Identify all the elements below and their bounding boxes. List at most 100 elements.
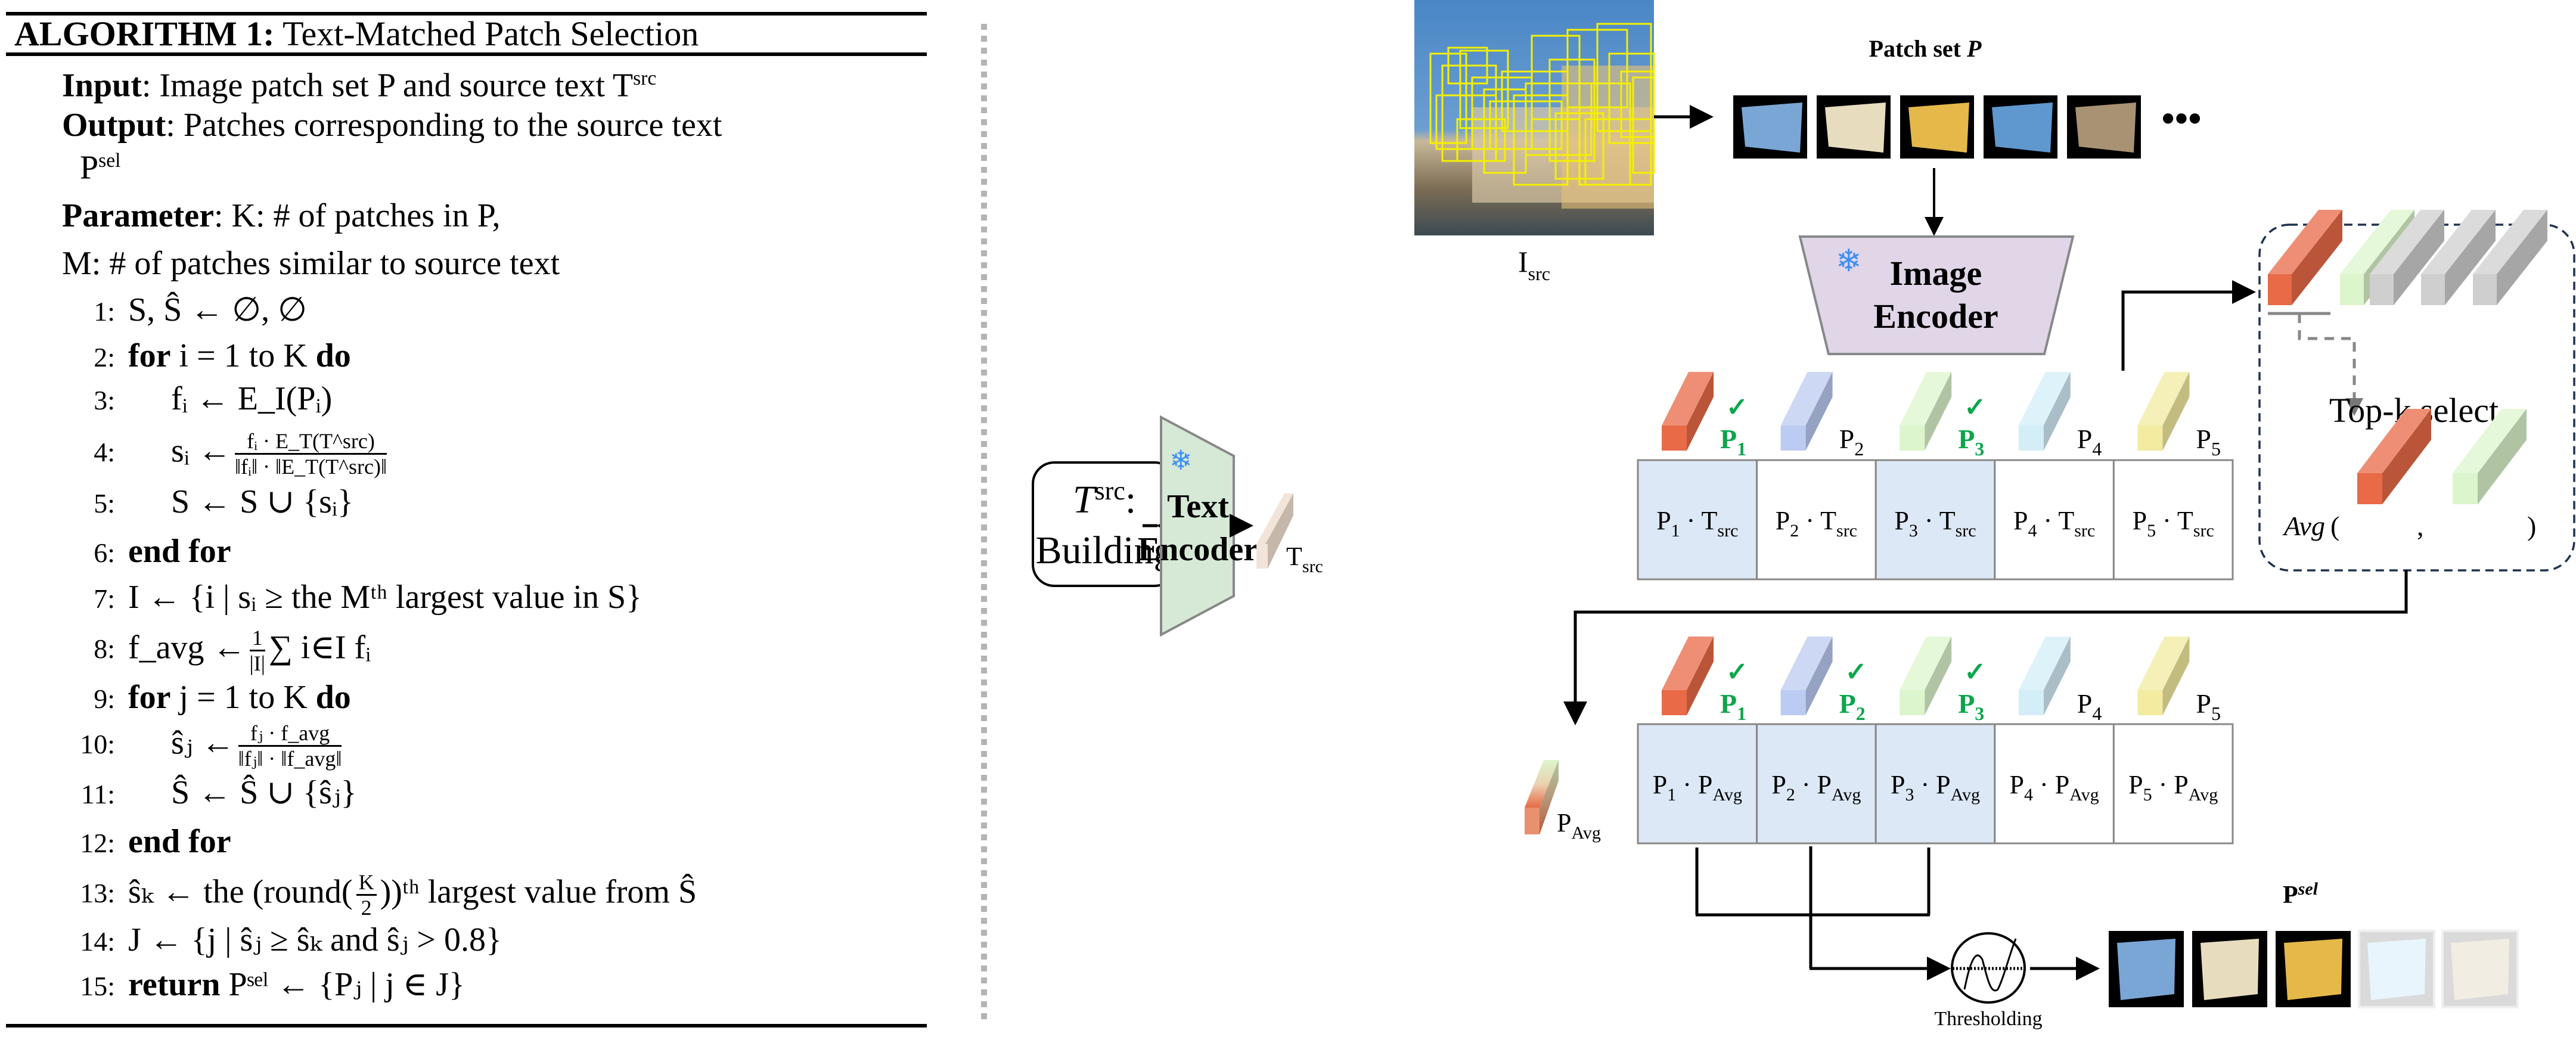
step-number: 4: — [94, 437, 115, 468]
step-keyword: return — [128, 966, 221, 1003]
topk-embedding-bar — [2421, 210, 2496, 305]
similarity-cell — [1874, 723, 1996, 845]
fraction-numerator: 1 — [249, 626, 265, 651]
patch-embedding-bar — [1662, 637, 1714, 715]
parameter-line: Parameter: K: # of patches in P, — [62, 197, 501, 235]
step-text: S, Ŝ ← ∅, ∅ — [128, 291, 307, 328]
step-number: 7: — [94, 583, 115, 614]
similarity-cell-label: P2 · Tsrc — [1776, 506, 1857, 541]
patch-embedding-label: P3 — [1958, 424, 1984, 460]
topk-box: Top-k select Avg ( , ) — [2258, 210, 2575, 572]
algorithm-step: 8:f_avg ←1|I|∑ i∈I fᵢ — [52, 626, 371, 675]
output-sup: sel — [98, 150, 121, 172]
avg-label: Avg — [2282, 511, 2325, 541]
topk-embedding-bar — [2473, 210, 2547, 305]
check-icon: ✓ — [1845, 657, 1867, 687]
step-lhs: ŝⱼ ← — [171, 724, 235, 762]
step-number: 1: — [94, 296, 115, 327]
patch-thumbnail-yellow-facade — [1900, 95, 1974, 159]
check-icon: ✓ — [1726, 393, 1748, 422]
input-label: Input — [62, 67, 142, 104]
top-rule — [6, 12, 927, 15]
text-encoder: ❄ Text Encoder — [1138, 415, 1258, 637]
thresholding-label: Thresholding — [1934, 1008, 2042, 1030]
step-lhs: f_avg ← — [128, 629, 246, 666]
step-number: 11: — [80, 779, 115, 809]
selected-connectors — [1695, 846, 1951, 980]
text-encoder-label-1: Text — [1167, 488, 1229, 525]
step-number: 10: — [80, 729, 115, 760]
step-number: 8: — [94, 634, 115, 665]
algorithm-number: ALGORITHM 1: — [14, 14, 275, 53]
step-text: Ŝ ← Ŝ ∪ {ŝⱼ} — [171, 774, 357, 811]
patch-boxes — [1429, 23, 1655, 186]
source-text-value: Building — [1035, 529, 1173, 572]
avg-input-bar — [2453, 409, 2527, 504]
similarity-cell-label: P2 · PAvg — [1771, 770, 1861, 805]
similarity-cell — [1637, 459, 1758, 581]
similarity-cell-label: P5 · Tsrc — [2133, 506, 2214, 541]
step-fraction: fⱼ · f_avg‖fⱼ‖ · ‖f_avg‖ — [238, 721, 342, 771]
step-lhs: ŝₖ ← the (round( — [128, 873, 353, 911]
algorithm-step: 7:I ← {i | sᵢ ≥ the Mᵗʰ largest value in… — [52, 578, 642, 618]
snowflake-icon: ❄ — [1169, 445, 1193, 476]
similarity-cell — [2112, 723, 2234, 845]
source-text-var: Tsrc: — [1073, 476, 1136, 522]
bottom-rule — [6, 1024, 927, 1028]
text-embedding-bar — [1256, 493, 1293, 569]
patch-embedding-label: P1 — [1720, 688, 1746, 724]
patch-set-label: Patch set P — [1869, 35, 1982, 62]
topk-embedding-bar — [2370, 210, 2444, 305]
patch-embedding-bar — [2137, 372, 2190, 451]
patch-embedding-label: P4 — [2077, 688, 2102, 724]
algorithm-step: 12:end for — [52, 822, 231, 862]
algorithm-step: 15:return Pˢᵉˡ ← {Pⱼ | j ∈ J} — [52, 966, 465, 1005]
step-number: 2: — [94, 342, 115, 372]
patch-embedding-label: P1 — [1720, 424, 1746, 460]
selected-patch-cream-facade — [2192, 931, 2267, 1007]
algorithm-step: 9:for j = 1 to K do — [52, 678, 351, 718]
step-keyword: end for — [128, 533, 231, 570]
avg-close-paren: ) — [2527, 511, 2536, 541]
source-text-box: Tsrc: Building — [1032, 461, 1177, 587]
similarity-cell — [2112, 459, 2234, 581]
patch-embedding-label: P5 — [2196, 424, 2221, 460]
step-number: 14: — [80, 926, 115, 957]
step-number: 3: — [94, 385, 115, 415]
step-text: i = 1 to K — [170, 337, 316, 374]
step-number: 5: — [94, 488, 115, 519]
output-text: : Patches corresponding to the source te… — [166, 107, 722, 144]
arrow-encoder-to-topk — [2121, 280, 2256, 371]
image-encoder-label-2: Encoder — [1873, 297, 1998, 336]
similarity-cell-label: P4 · Tsrc — [2013, 506, 2095, 541]
algorithm-step: 4:sᵢ ←fᵢ · E_T(T^src)‖fᵢ‖ · ‖E_T(T^src)‖ — [52, 429, 390, 479]
similarity-cell-label: P4 · PAvg — [2010, 770, 2099, 805]
selected-patch-church-roof — [2109, 931, 2184, 1007]
ellipsis: ••• — [2161, 97, 2201, 139]
patch-embedding-label: P3 — [1958, 688, 1984, 724]
patch-thumbnail-sky — [1984, 95, 2057, 159]
input-line: Input: Image patch set P and source text… — [62, 60, 656, 105]
algorithm-step: 3:fᵢ ← E_I(Pᵢ) — [52, 380, 332, 420]
topk-bars — [2268, 210, 2547, 305]
step-text: J ← {j | ŝⱼ ≥ ŝₖ and ŝⱼ > 0.8} — [128, 921, 502, 958]
patch-set — [1733, 95, 2141, 159]
avg-input-bar — [2357, 409, 2431, 504]
output-var-line: Psel — [80, 142, 120, 187]
check-icon: ✓ — [1964, 657, 1986, 687]
patch-embedding-bar — [2018, 637, 2071, 715]
patch-embedding-bar — [2018, 372, 2071, 451]
patch-thumbnail-church-roof — [1733, 95, 1807, 159]
selected-patch-sky — [2358, 930, 2435, 1008]
topk-dashed-arrow — [2298, 313, 2363, 416]
step-rhs: ))ᵗʰ largest value from Ŝ — [380, 873, 697, 911]
similarity-cell-label: P1 · PAvg — [1653, 770, 1742, 805]
topk-embedding-bar — [2268, 210, 2342, 305]
source-image-label: Isrc — [1518, 245, 1550, 284]
title-rule — [6, 52, 927, 56]
similarity-cell-label: P3 · PAvg — [1891, 770, 1980, 805]
parameter2-line: M: # of patches similar to source text — [62, 244, 560, 283]
